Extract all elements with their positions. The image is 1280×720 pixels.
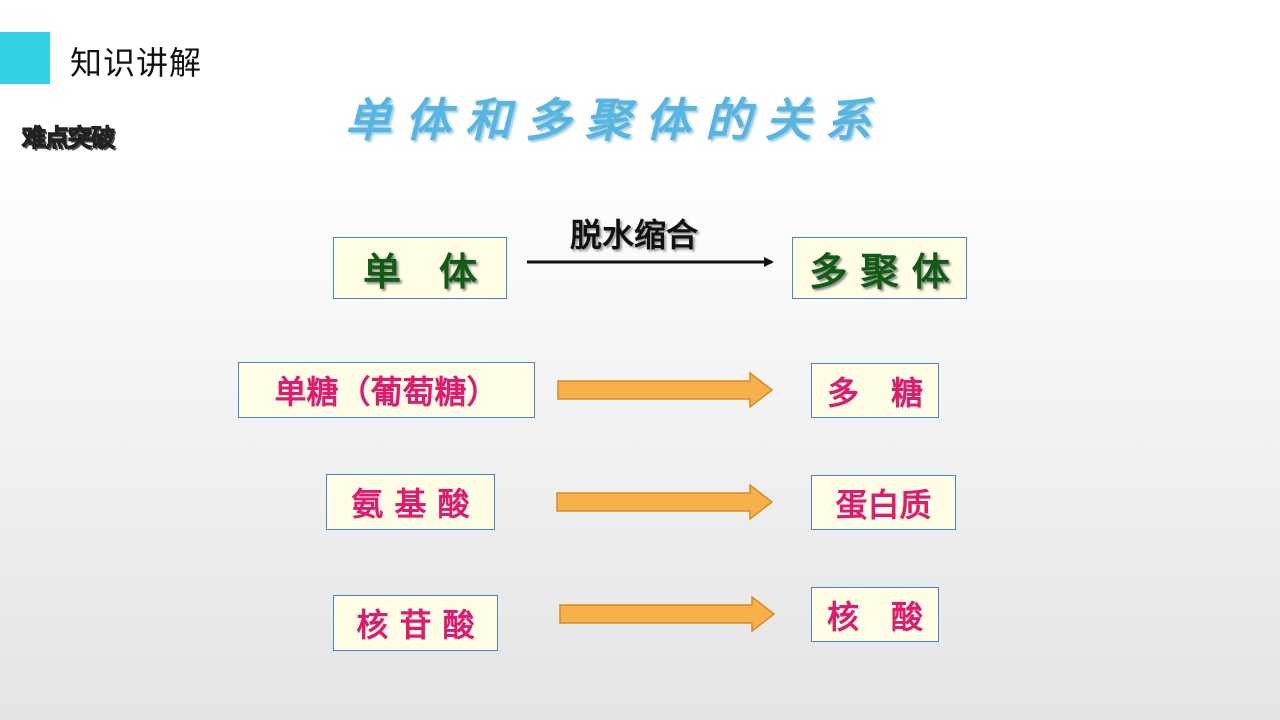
polymer-box-protein: 蛋白质 bbox=[811, 475, 956, 530]
monomer-box-sugar: 单糖（葡萄糖） bbox=[238, 362, 535, 418]
monomer-box: 单 体 bbox=[333, 237, 507, 299]
monomer-label-sugar: 单糖（葡萄糖） bbox=[274, 373, 499, 411]
block-arrow-sugar bbox=[557, 371, 774, 409]
block-arrow-nucleotide bbox=[559, 595, 776, 633]
polymer-box: 多 聚 体 bbox=[792, 237, 967, 299]
section-title: 知识讲解 bbox=[70, 44, 203, 82]
process-label: 脱水缩合 bbox=[570, 216, 699, 254]
polymer-label: 多 聚 体 bbox=[809, 249, 950, 294]
monomer-box-nucleotide: 核 苷 酸 bbox=[333, 595, 498, 651]
monomer-label-amino-acid: 氨 基 酸 bbox=[351, 485, 470, 523]
monomer-label-nucleotide: 核 苷 酸 bbox=[356, 606, 475, 644]
polymer-box-polysaccharide: 多 糖 bbox=[811, 363, 939, 418]
block-arrow-amino-acid bbox=[556, 483, 774, 521]
monomer-box-amino-acid: 氨 基 酸 bbox=[326, 474, 495, 530]
polymer-label-polysaccharide: 多 糖 bbox=[826, 373, 923, 412]
slide-title: 单体和多聚体的关系 bbox=[345, 93, 885, 147]
polymer-box-nucleic-acid: 核 酸 bbox=[811, 587, 939, 642]
polymer-label-nucleic-acid: 核 酸 bbox=[826, 597, 923, 636]
polymer-label-protein: 蛋白质 bbox=[835, 485, 932, 524]
monomer-label: 单 体 bbox=[362, 249, 477, 294]
accent-block bbox=[0, 32, 50, 84]
tag-label: 难点突破 bbox=[21, 123, 115, 152]
